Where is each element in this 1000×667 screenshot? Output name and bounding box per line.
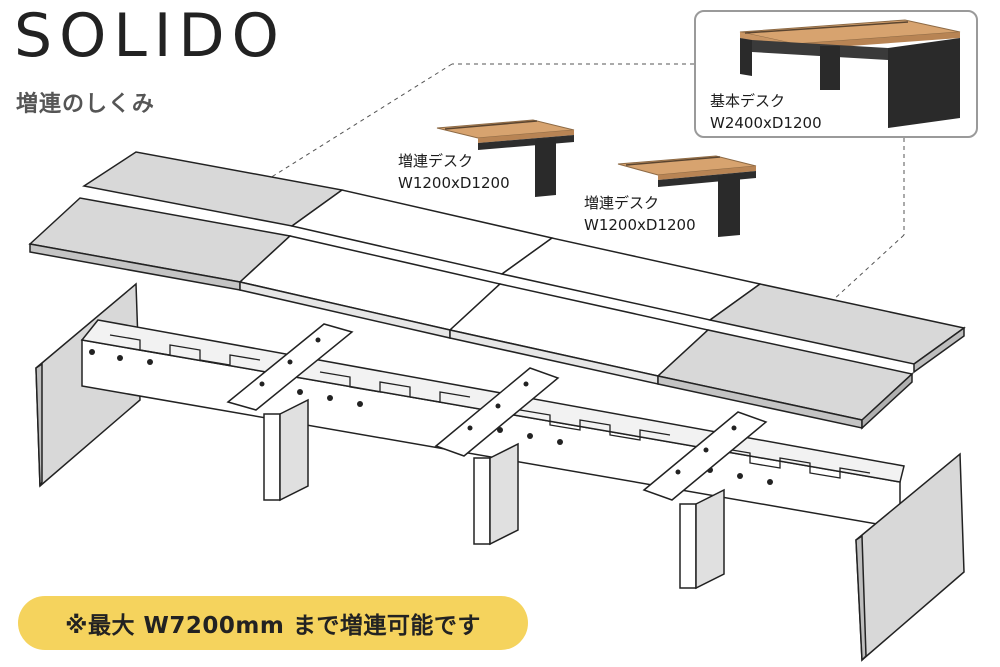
basic-desk-size: W2400xD1200 (710, 114, 822, 132)
max-width-note: ※最大 W7200mm まで増連可能です (18, 596, 528, 650)
page-subtitle: 増連のしくみ (16, 92, 155, 117)
basic-desk-label: 基本デスク W2400xD1200 (710, 90, 822, 134)
extension-desk-2-label: 増連デスク W1200xD1200 (584, 192, 696, 236)
desk-top-panels (28, 151, 966, 430)
basic-desk-image (739, 19, 961, 128)
extension-desk-2-image (617, 155, 757, 237)
extension-desk-1-size: W1200xD1200 (398, 174, 510, 192)
desk-frame (35, 282, 965, 662)
extension-desk-1-image (436, 119, 575, 197)
extension-desk-1-name: 増連デスク (398, 152, 474, 170)
extension-desk-2-name: 増連デスク (584, 194, 660, 212)
extension-desk-2-size: W1200xD1200 (584, 216, 696, 234)
basic-desk-name: 基本デスク (710, 92, 786, 110)
extension-desk-1-label: 増連デスク W1200xD1200 (398, 150, 510, 194)
brand-logo: SOLIDO (14, 1, 286, 71)
leader-lines (237, 63, 905, 313)
